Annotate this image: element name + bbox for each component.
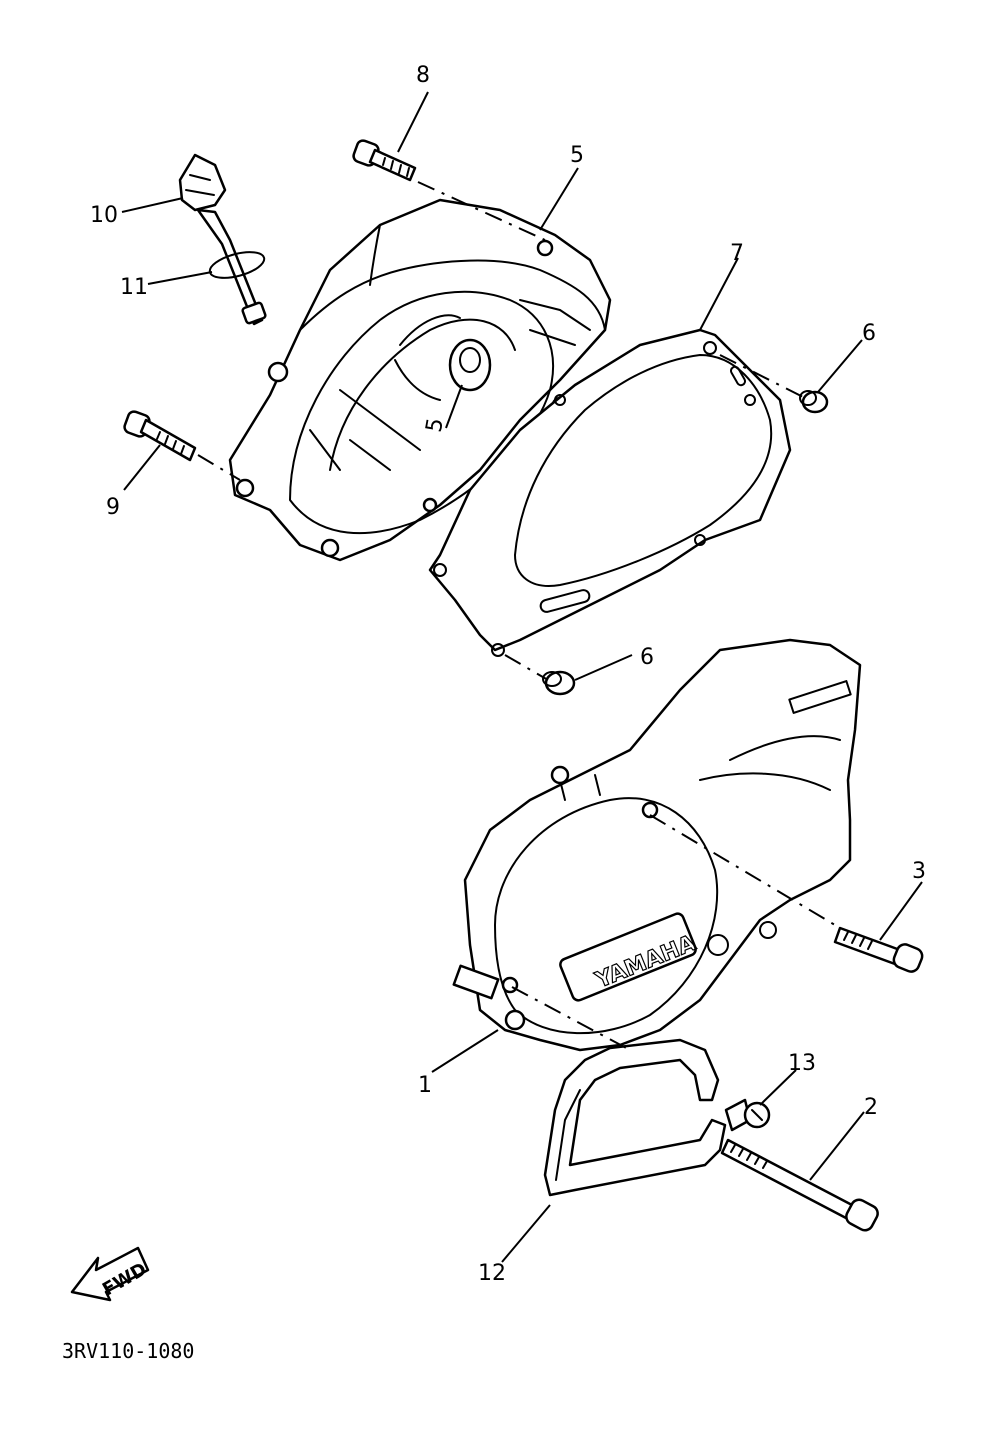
bolt-2 bbox=[720, 1138, 879, 1232]
callout-numbers: 8 5 7 6 10 11 5 9 6 3 1 13 2 12 bbox=[90, 63, 926, 1286]
bolt-3 bbox=[833, 926, 924, 973]
callout-3: 3 bbox=[912, 859, 926, 884]
forward-arrow-icon: FWD bbox=[70, 1246, 150, 1302]
callout-6-upper: 6 bbox=[862, 321, 876, 346]
crankcase-cover-outer: YAMAHA bbox=[452, 638, 862, 1052]
callout-4: 5 bbox=[570, 143, 584, 168]
callout-11: 11 bbox=[120, 275, 148, 300]
callout-5: 5 bbox=[422, 416, 449, 434]
callout-7: 7 bbox=[730, 241, 744, 266]
oil-dipstick bbox=[178, 153, 267, 326]
callout-9: 9 bbox=[106, 495, 120, 520]
callout-12: 12 bbox=[478, 1261, 506, 1286]
breather-hose bbox=[543, 1038, 727, 1197]
gasket bbox=[428, 328, 792, 657]
crankcase-cover-inner bbox=[228, 198, 612, 562]
bolt-8 bbox=[352, 139, 417, 182]
callout-1: 1 bbox=[418, 1073, 432, 1098]
callout-8: 8 bbox=[416, 63, 430, 88]
bolt-9 bbox=[123, 410, 197, 462]
callout-13: 13 bbox=[788, 1051, 816, 1076]
dowel-pin-lower bbox=[542, 670, 576, 696]
drawing-code: 3RV110-1080 bbox=[62, 1339, 194, 1363]
callout-6-lower: 6 bbox=[640, 645, 654, 670]
assembly-lines bbox=[197, 181, 841, 1051]
dowel-pin-upper bbox=[799, 390, 829, 414]
screw-13 bbox=[724, 1098, 771, 1132]
callout-2: 2 bbox=[864, 1095, 878, 1120]
leader-lines bbox=[121, 91, 923, 1263]
callout-10: 10 bbox=[90, 203, 118, 228]
